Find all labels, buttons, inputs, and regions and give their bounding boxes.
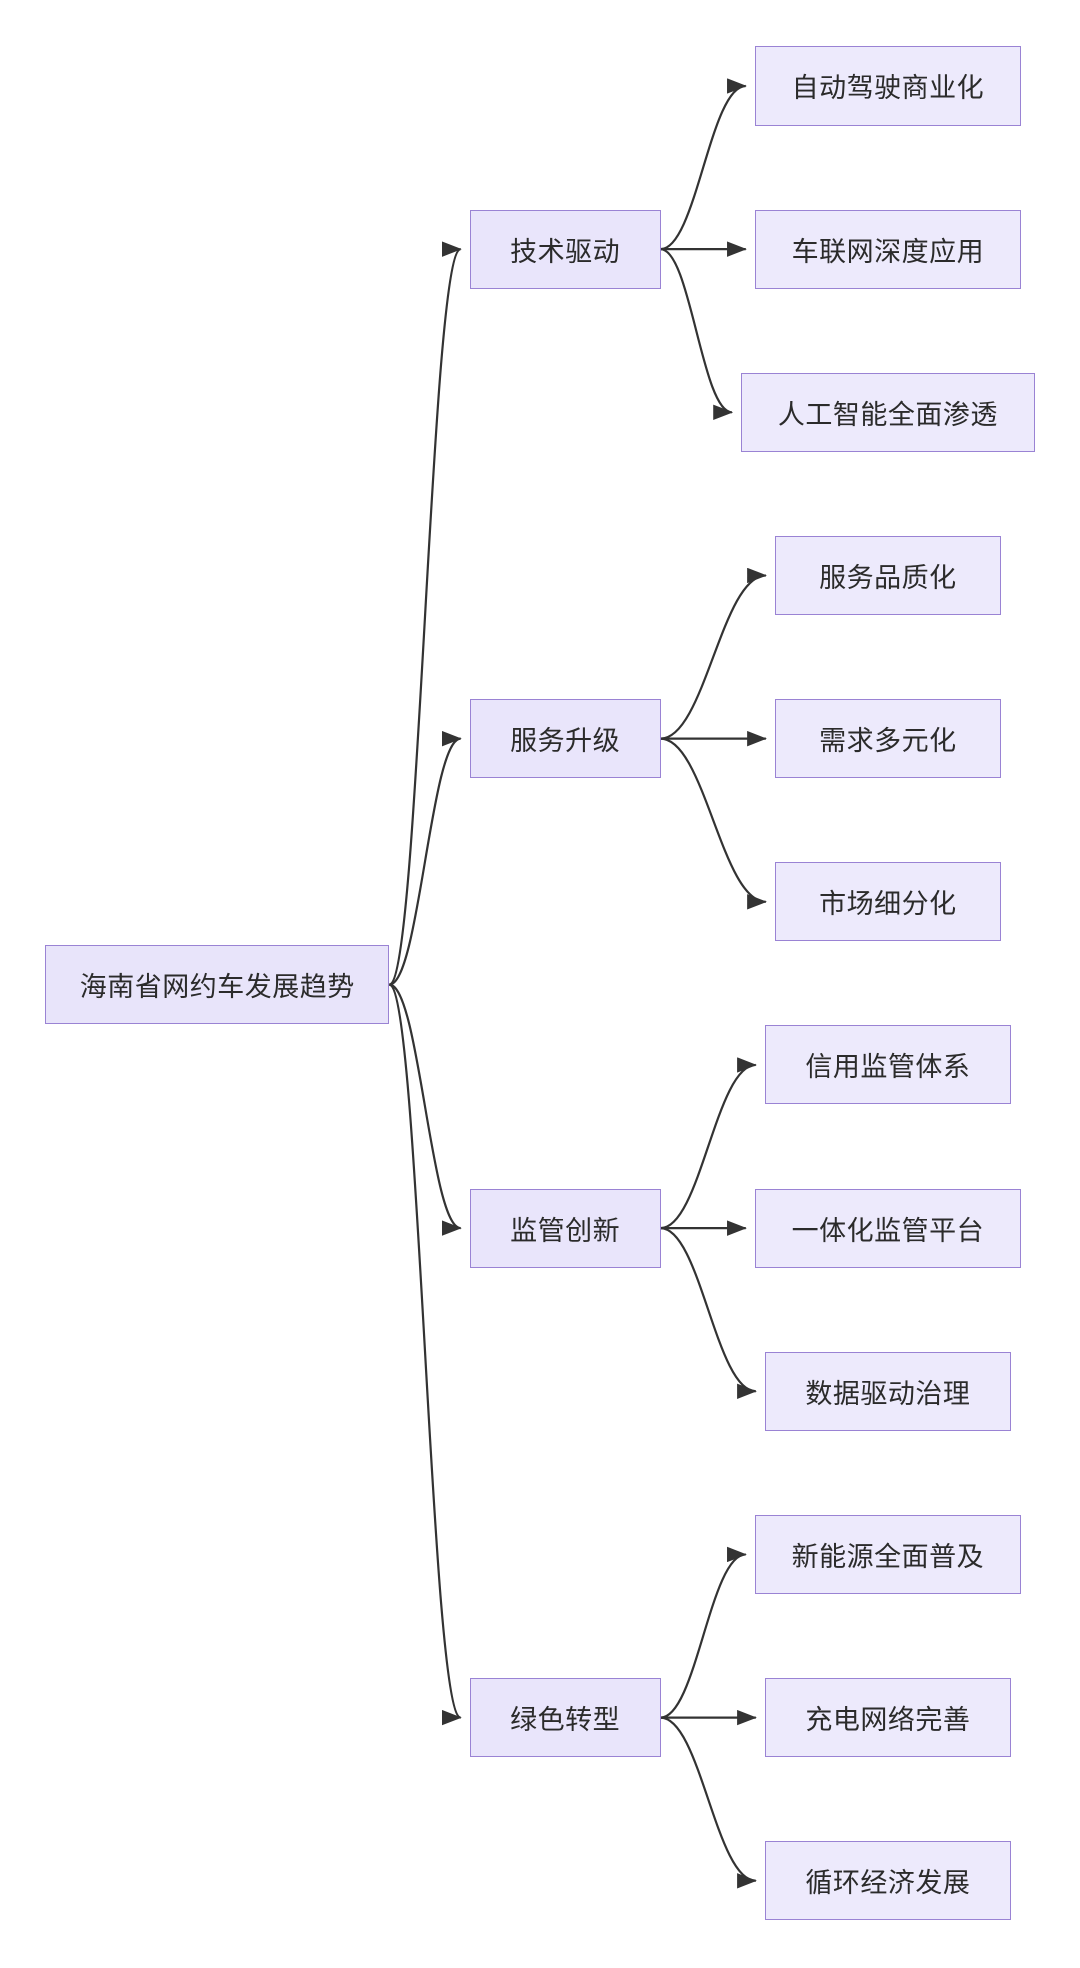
node-service[interactable]: 服务升级 <box>469 699 661 779</box>
node-regulate2[interactable]: 一体化监管平台 <box>754 1188 1021 1268</box>
node-label-green3: 循环经济发展 <box>805 1868 971 1899</box>
node-service3[interactable]: 市场细分化 <box>774 862 1001 942</box>
edge-root-to-tech <box>388 241 462 986</box>
node-service2[interactable]: 需求多元化 <box>774 699 1001 779</box>
edge-green-to-green1 <box>660 1546 747 1719</box>
edge-regulate-to-regulate1 <box>660 1057 757 1230</box>
node-label-tech3: 人工智能全面渗透 <box>777 399 998 430</box>
node-tech2[interactable]: 车联网深度应用 <box>754 209 1021 289</box>
node-regulate[interactable]: 监管创新 <box>469 1188 661 1268</box>
node-label-regulate1: 信用监管体系 <box>805 1052 971 1083</box>
edge-green-to-green3 <box>660 1716 757 1889</box>
edge-root-to-service <box>388 731 462 986</box>
node-label-green: 绿色转型 <box>510 1705 621 1736</box>
node-label-root: 海南省网约车发展趋势 <box>79 972 355 1003</box>
edge-root-to-regulate <box>388 983 462 1236</box>
node-label-green2: 充电网络完善 <box>805 1705 971 1736</box>
edge-root-to-green <box>388 983 462 1725</box>
node-label-service2: 需求多元化 <box>819 726 957 757</box>
edge-service-to-service3 <box>660 737 767 910</box>
node-label-green1: 新能源全面普及 <box>791 1541 985 1572</box>
node-label-service1: 服务品质化 <box>819 562 957 593</box>
node-label-regulate: 监管创新 <box>510 1215 621 1246</box>
node-label-regulate2: 一体化监管平台 <box>791 1215 985 1246</box>
node-tech1[interactable]: 自动驾驶商业化 <box>754 46 1021 126</box>
edge-service-to-service1 <box>660 567 767 740</box>
edge-tech-to-tech3 <box>660 248 734 420</box>
node-tech3[interactable]: 人工智能全面渗透 <box>740 372 1035 452</box>
node-label-tech: 技术驱动 <box>510 236 621 267</box>
node-green3[interactable]: 循环经济发展 <box>764 1841 1011 1921</box>
edge-tech-to-tech1 <box>660 78 747 251</box>
node-tech[interactable]: 技术驱动 <box>469 209 661 289</box>
node-label-tech2: 车联网深度应用 <box>791 236 985 267</box>
node-regulate3[interactable]: 数据驱动治理 <box>764 1351 1011 1431</box>
node-root[interactable]: 海南省网约车发展趋势 <box>45 945 390 1025</box>
node-label-service3: 市场细分化 <box>819 889 957 920</box>
node-green2[interactable]: 充电网络完善 <box>764 1678 1011 1758</box>
edge-group <box>388 78 767 1889</box>
node-regulate1[interactable]: 信用监管体系 <box>764 1025 1011 1105</box>
node-label-tech1: 自动驾驶商业化 <box>791 73 985 104</box>
edge-regulate-to-regulate3 <box>660 1227 757 1399</box>
node-service1[interactable]: 服务品质化 <box>774 535 1001 615</box>
node-green[interactable]: 绿色转型 <box>469 1678 661 1758</box>
node-green1[interactable]: 新能源全面普及 <box>754 1514 1021 1594</box>
node-label-regulate3: 数据驱动治理 <box>805 1378 971 1409</box>
node-label-service: 服务升级 <box>510 726 621 757</box>
